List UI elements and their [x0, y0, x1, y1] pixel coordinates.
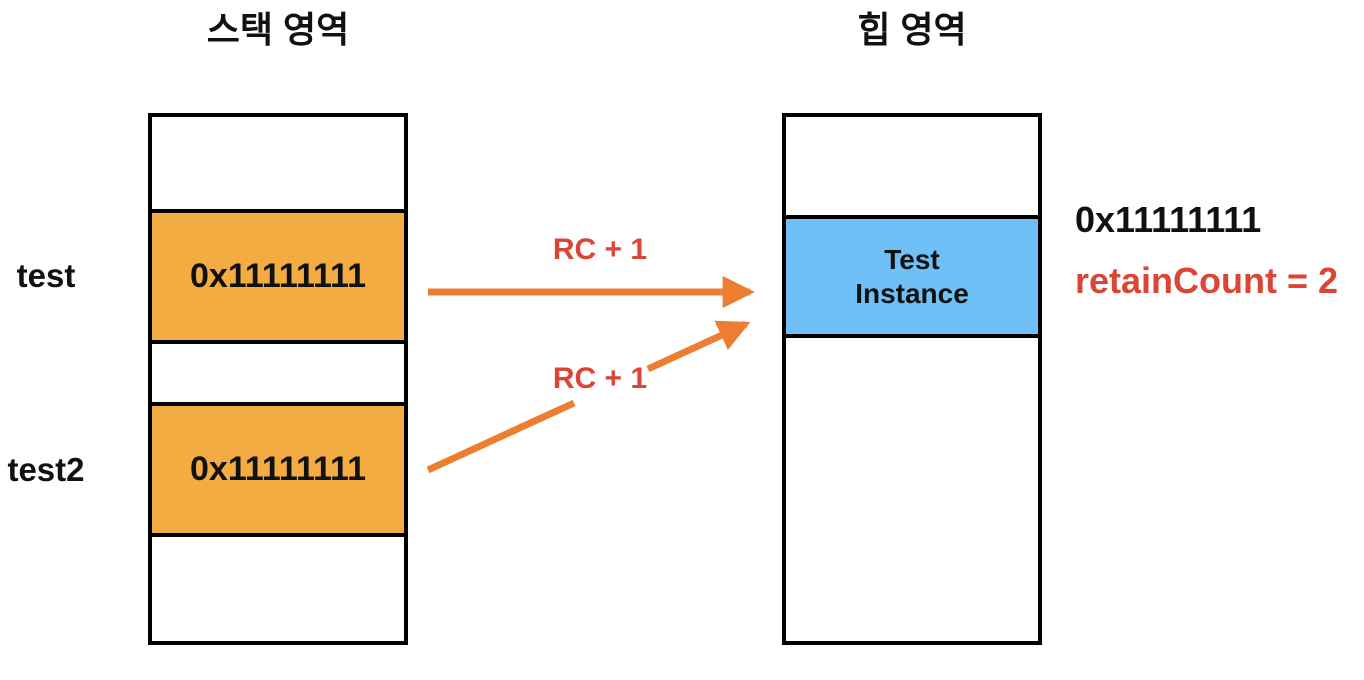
heap-region-title: 힙 영역 — [857, 9, 967, 50]
retain-count-label: retainCount = 2 — [1075, 260, 1339, 301]
variable-label-test: test — [16, 257, 76, 294]
test-instance-line1: Test — [884, 243, 940, 275]
stack-region-title: 스택 영역 — [206, 9, 350, 50]
stack-memory-box: 0x11111111 0x11111111 — [148, 113, 408, 645]
rc-plus-one-label-top: RC + 1 — [552, 233, 648, 266]
reference-arrow-test2-segment1 — [426, 399, 576, 474]
heap-cell-test-instance: Test Instance — [786, 215, 1038, 338]
heap-empty-cell-top — [786, 117, 1038, 215]
stack-cell-test-value: 0x11111111 — [190, 257, 366, 295]
stack-empty-cell-middle — [152, 344, 404, 402]
stack-empty-cell-bottom — [152, 537, 404, 641]
test-instance-line2: Instance — [855, 277, 969, 309]
stack-cell-test2: 0x11111111 — [152, 402, 404, 537]
heap-empty-cell-bottom — [786, 338, 1038, 641]
variable-label-test2: test2 — [7, 451, 85, 488]
heap-address-label: 0x11111111 — [1075, 199, 1262, 240]
stack-cell-test: 0x11111111 — [152, 209, 404, 344]
reference-arrow-test2-segment2 — [646, 320, 751, 373]
heap-memory-box: Test Instance — [782, 113, 1042, 645]
stack-cell-test2-value: 0x11111111 — [190, 450, 366, 488]
stack-empty-cell-top — [152, 117, 404, 209]
rc-plus-one-label-bottom: RC + 1 — [552, 362, 648, 395]
